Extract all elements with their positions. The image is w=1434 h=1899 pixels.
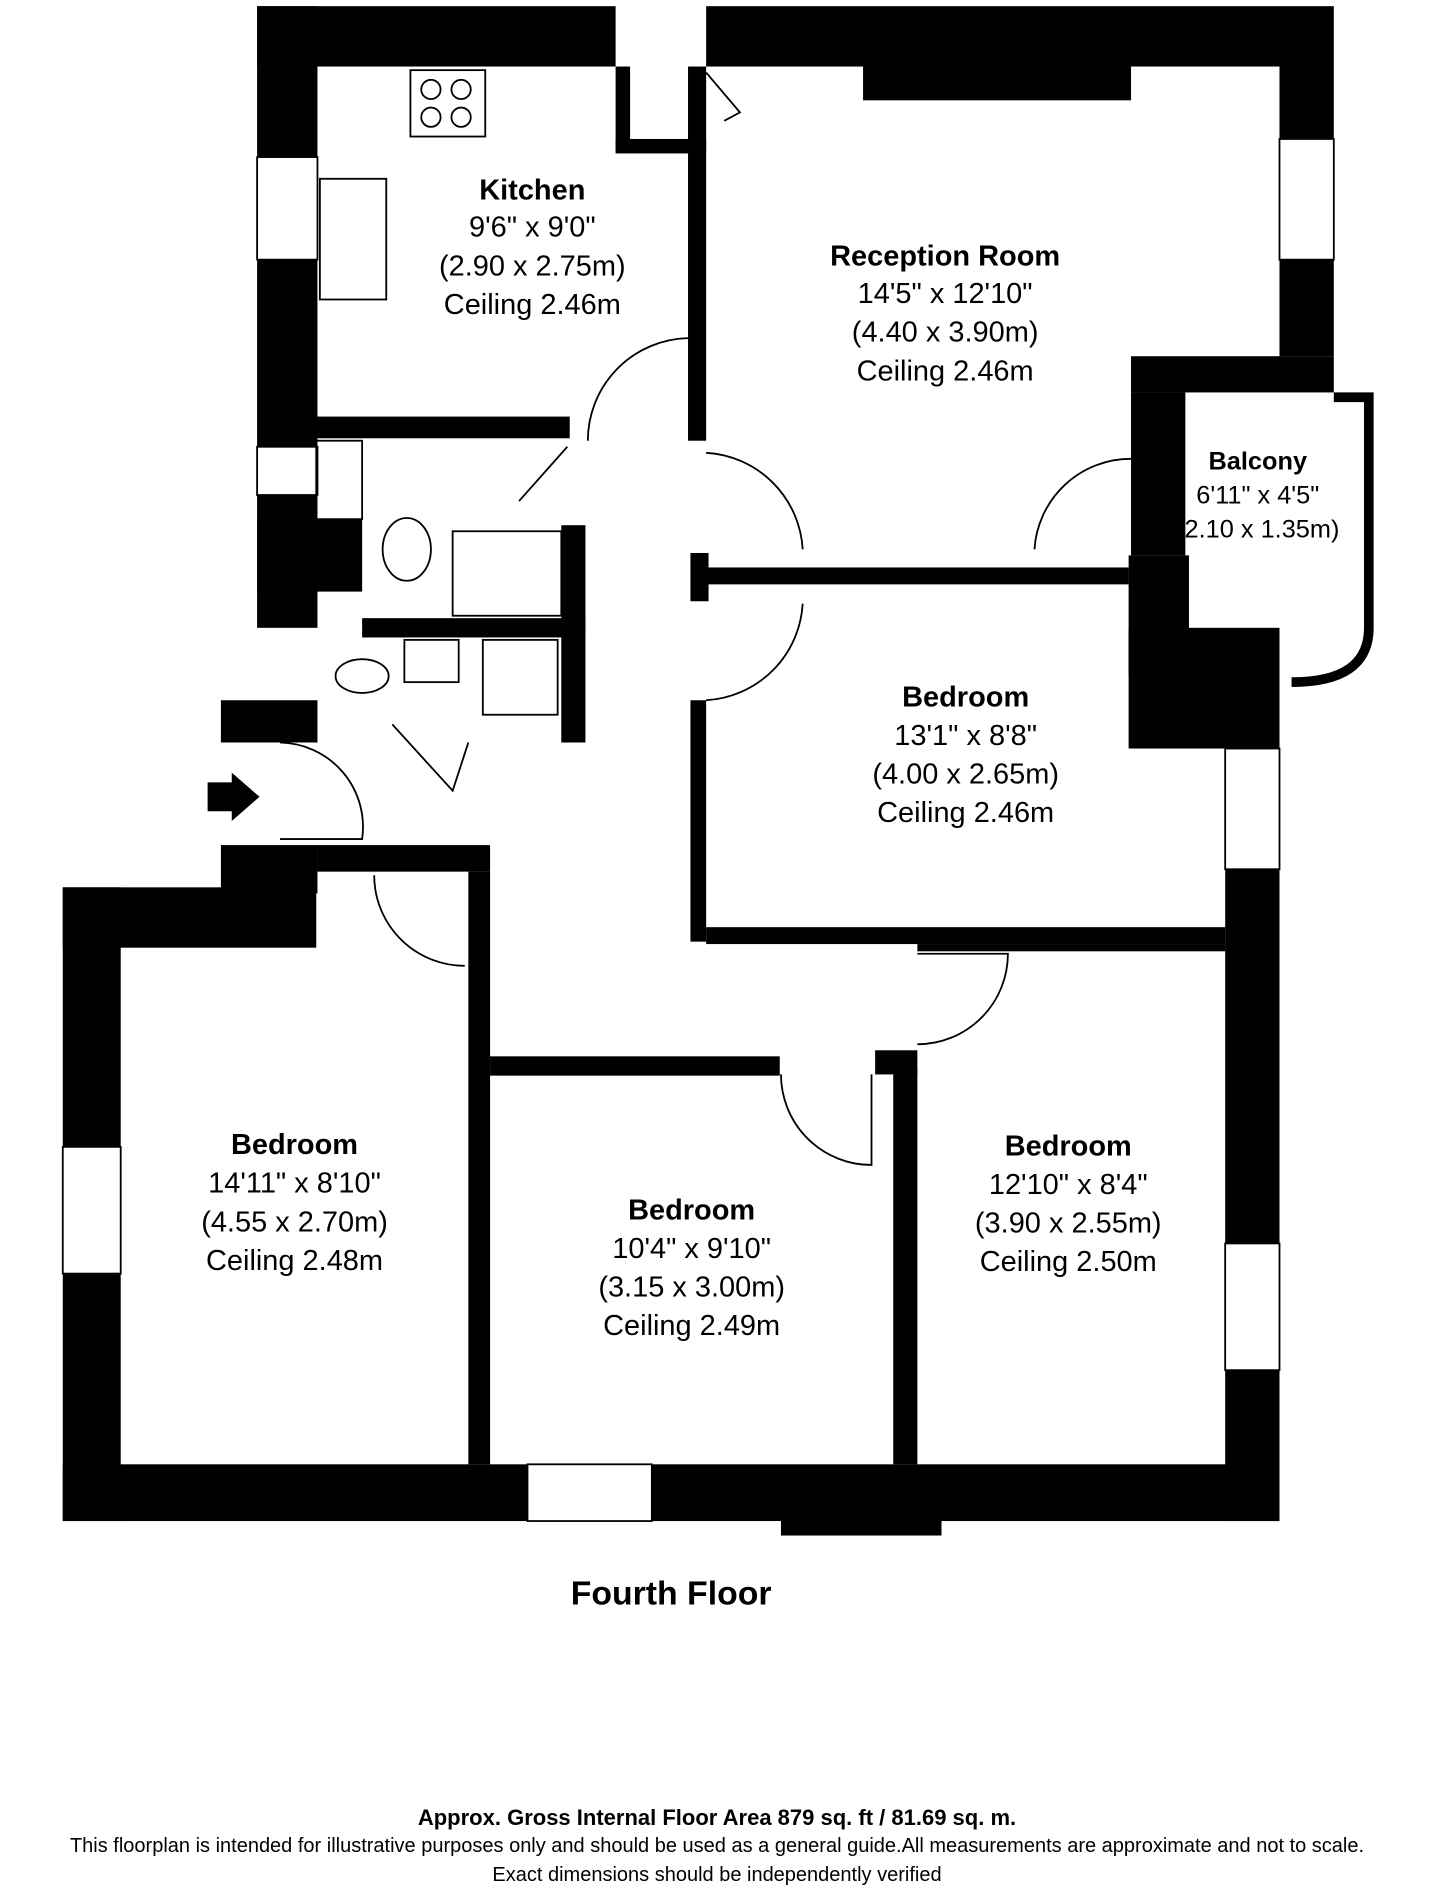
room-dimensions-metric: (3.15 x 3.00m) bbox=[598, 1272, 785, 1304]
floor-label: Fourth Floor bbox=[571, 1574, 772, 1612]
room-bedroom-2: Bedroom 14'11" x 8'10" (4.55 x 2.70m) Ce… bbox=[201, 1129, 388, 1277]
room-name: Bedroom bbox=[1005, 1130, 1132, 1162]
room-ceiling: Ceiling 2.46m bbox=[877, 797, 1054, 829]
room-dimensions-metric: (4.00 x 2.65m) bbox=[872, 759, 1059, 791]
room-ceiling: Ceiling 2.50m bbox=[980, 1246, 1157, 1278]
disclaimer: This floorplan is intended for illustrat… bbox=[69, 1835, 1365, 1857]
room-name: Bedroom bbox=[628, 1194, 755, 1226]
room-bedroom-1: Bedroom 13'1" x 8'8" (4.00 x 2.65m) Ceil… bbox=[872, 681, 1059, 829]
room-name: Bedroom bbox=[902, 681, 1029, 713]
room-name: Balcony bbox=[1209, 448, 1308, 476]
room-dimensions-imperial: 10'4" x 9'10" bbox=[612, 1233, 771, 1265]
room-dimensions-metric: (2.10 x 1.35m) bbox=[1176, 515, 1339, 543]
room-dimensions-metric: (4.55 x 2.70m) bbox=[201, 1206, 388, 1238]
windows bbox=[61, 138, 1335, 1522]
floor-area: Approx. Gross Internal Floor Area 879 sq… bbox=[417, 1805, 1017, 1830]
fixtures bbox=[207, 69, 563, 821]
room-ceiling: Ceiling 2.48m bbox=[206, 1245, 383, 1277]
room-name: Reception Room bbox=[830, 241, 1060, 273]
room-kitchen: Kitchen 9'6" x 9'0" (2.90 x 2.75m) Ceili… bbox=[439, 174, 626, 321]
room-dimensions-imperial: 13'1" x 8'8" bbox=[894, 720, 1037, 752]
room-bedroom-3: Bedroom 10'4" x 9'10" (3.15 x 3.00m) Cei… bbox=[598, 1194, 785, 1342]
room-dimensions-metric: (3.90 x 2.55m) bbox=[975, 1208, 1162, 1240]
room-ceiling: Ceiling 2.46m bbox=[857, 355, 1034, 387]
room-reception: Reception Room 14'5" x 12'10" (4.40 x 3.… bbox=[830, 241, 1060, 388]
room-dimensions-imperial: 6'11" x 4'5" bbox=[1196, 481, 1319, 509]
doors bbox=[280, 71, 1132, 1166]
room-name: Bedroom bbox=[231, 1129, 358, 1161]
room-ceiling: Ceiling 2.49m bbox=[603, 1310, 780, 1342]
room-dimensions-imperial: 14'5" x 12'10" bbox=[858, 278, 1033, 310]
room-dimensions-imperial: 12'10" x 8'4" bbox=[989, 1169, 1148, 1201]
room-dimensions-metric: (4.40 x 3.90m) bbox=[852, 317, 1039, 349]
balcony-outline bbox=[1291, 392, 1374, 687]
room-ceiling: Ceiling 2.46m bbox=[444, 289, 621, 321]
room-name: Kitchen bbox=[479, 174, 585, 206]
entrance-arrow-icon bbox=[207, 772, 260, 821]
walls bbox=[62, 6, 1334, 1536]
verification-note: Exact dimensions should be independently… bbox=[492, 1864, 942, 1886]
room-dimensions-metric: (2.90 x 2.75m) bbox=[439, 250, 626, 282]
room-balcony: Balcony 6'11" x 4'5" (2.10 x 1.35m) bbox=[1176, 448, 1339, 544]
room-dimensions-imperial: 9'6" x 9'0" bbox=[469, 212, 596, 244]
room-bedroom-4: Bedroom 12'10" x 8'4" (3.90 x 2.55m) Cei… bbox=[975, 1130, 1162, 1278]
room-dimensions-imperial: 14'11" x 8'10" bbox=[208, 1168, 381, 1200]
